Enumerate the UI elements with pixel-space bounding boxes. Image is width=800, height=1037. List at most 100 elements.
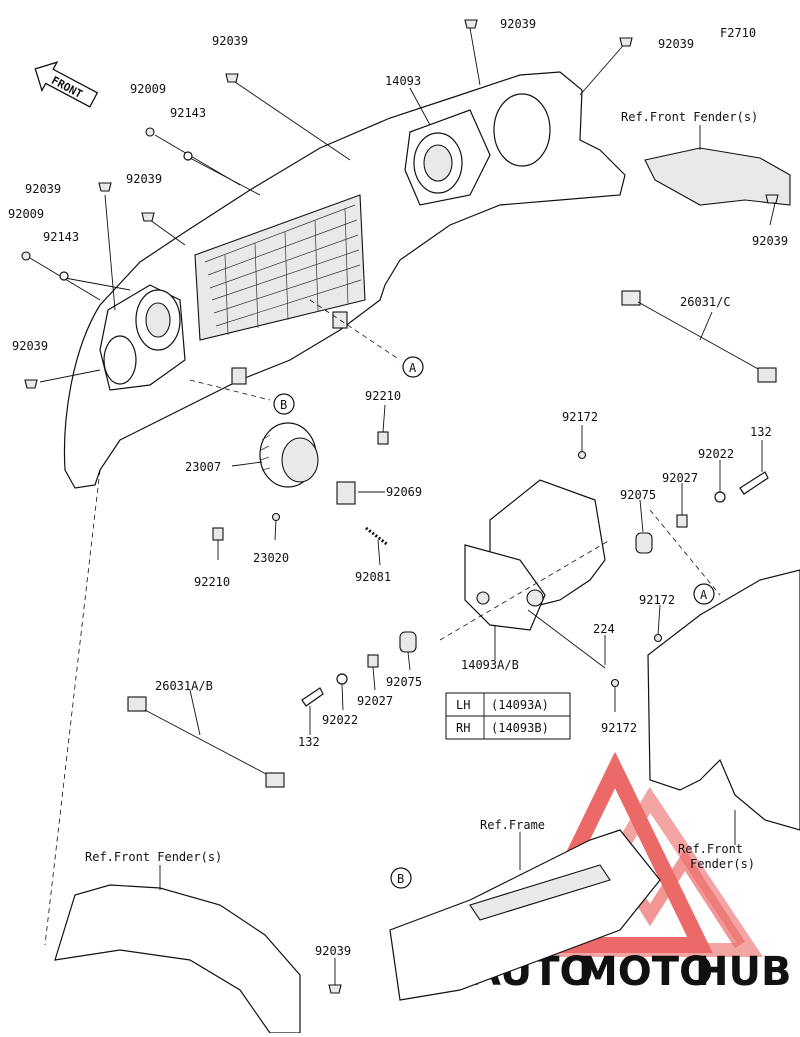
collar-92027-left	[367, 654, 379, 668]
variant-lh-code: (14093A)	[491, 698, 549, 712]
clip-92039-bottom	[328, 984, 342, 994]
harness-ab-plug-b	[265, 772, 285, 788]
variant-lh-side: LH	[456, 698, 470, 712]
clip-92039-mid	[141, 212, 155, 222]
fender-top-shape	[644, 147, 791, 206]
collar-92027-right	[676, 514, 688, 528]
label-92039-mid: 92039	[126, 172, 162, 186]
callout-a-upper-circle	[402, 356, 424, 378]
frame-bar	[469, 864, 611, 921]
clip-92039-topright	[619, 37, 633, 47]
screw-92172-b	[653, 633, 663, 643]
guide-bracket	[439, 539, 611, 641]
callout-b-lower-circle	[390, 867, 412, 889]
leader-92039-upleft	[231, 79, 351, 161]
callout-a-lower-circle	[693, 583, 715, 605]
front-grille	[194, 194, 366, 341]
leader-23020	[274, 519, 277, 541]
bolt-132-left	[301, 687, 324, 707]
bracket-14093AB	[464, 479, 606, 631]
label-92172-a: 92172	[562, 410, 598, 424]
right-lens-inner	[423, 144, 453, 182]
label-92143-a: 92143	[170, 106, 206, 120]
grille-cross-slats	[224, 207, 349, 336]
callout-b-lower-label: B	[397, 872, 404, 886]
leader-92172-b	[657, 604, 661, 636]
leader-92210-a	[382, 404, 386, 433]
harness-ab-plug-a	[127, 696, 147, 712]
right-lens-2	[493, 93, 551, 167]
screw-92172-a	[577, 450, 587, 460]
damper-b	[231, 367, 247, 385]
dashed-guides	[44, 299, 721, 946]
fender-right-label-1: Ref.Front	[678, 842, 743, 856]
clip-92210-lower	[212, 527, 224, 541]
clip-92039-right	[765, 194, 779, 204]
guide-a-upper	[309, 299, 401, 361]
headlight-unit	[259, 422, 319, 488]
harness-c-plug-a	[621, 290, 641, 306]
label-14093AB: 14093A/B	[461, 658, 519, 672]
leader-26031AB	[189, 689, 201, 736]
grille-frame	[194, 194, 366, 341]
label-92039-left: 92039	[25, 182, 61, 196]
clip-92039-top	[464, 19, 478, 29]
washer-92143-a	[183, 151, 193, 161]
leader-26031C	[699, 311, 713, 341]
left-lens-inner	[145, 302, 171, 338]
screw-92009-a	[145, 127, 155, 137]
left-headlight-housing	[99, 284, 186, 391]
grommet-92075-left	[399, 631, 417, 653]
ref-front-fender-top: Ref.Front Fender(s)	[621, 110, 791, 206]
bracket-lower	[464, 544, 546, 631]
label-92210-a: 92210	[365, 389, 401, 403]
label-92022-left: 92022	[322, 713, 358, 727]
label-92022-right: 92022	[698, 447, 734, 461]
leader-92039-top	[469, 27, 481, 86]
figure-code: F2710	[720, 26, 756, 40]
washer-92143-b	[59, 271, 69, 281]
harness-26031AB	[127, 696, 285, 788]
label-92027-right: 92027	[662, 471, 698, 485]
label-92009-b: 92009	[8, 207, 44, 221]
washer-92022-left	[336, 673, 348, 685]
right-headlight-housing	[404, 93, 551, 206]
variant-table: LH (14093A) RH (14093B)	[445, 692, 571, 740]
harness-c-plug-b	[757, 367, 777, 383]
bracket-hole	[476, 591, 490, 605]
watermark-moto: MOTO	[578, 949, 713, 995]
clip-92039-lowleft	[24, 379, 38, 389]
harness-26031C	[621, 290, 777, 383]
label-92172-c: 92172	[601, 721, 637, 735]
leader-92081	[377, 539, 381, 566]
label-92039-upleft: 92039	[212, 34, 248, 48]
part-labels: 92039 92039 92039 14093 92009 92143 9203…	[8, 17, 788, 958]
bolt-224	[527, 609, 606, 669]
ref-front-fender-right: Ref.Front Fender(s)	[647, 569, 800, 871]
label-92172-b: 92172	[639, 593, 675, 607]
frame-label: Ref.Frame	[480, 818, 545, 832]
fender-right-label-2: Fender(s)	[690, 857, 755, 871]
label-92069: 92069	[386, 485, 422, 499]
label-92039-bottom: 92039	[315, 944, 351, 958]
variant-rh-side: RH	[456, 721, 470, 735]
label-132-left: 132	[298, 735, 320, 749]
clip-92039-upleft	[225, 73, 239, 83]
harness-ab-cable	[144, 709, 269, 776]
label-92027-left: 92027	[357, 694, 393, 708]
fender-bottom-shape	[54, 884, 301, 1034]
callout-a-lower: A	[693, 583, 715, 605]
label-92210-b: 92210	[194, 575, 230, 589]
leader-23007	[231, 461, 263, 467]
watermark-hub: HUB	[695, 949, 791, 995]
leader-92039-right	[769, 202, 776, 226]
nut-23020	[271, 512, 281, 522]
label-23007: 23007	[185, 460, 221, 474]
spring-92081	[365, 526, 389, 547]
guide-fender-bottom	[44, 469, 101, 946]
harness-c-cable	[637, 301, 761, 371]
leader-92027-left	[372, 666, 376, 691]
label-26031AB: 26031A/B	[155, 679, 213, 693]
label-92009-a: 92009	[130, 82, 166, 96]
